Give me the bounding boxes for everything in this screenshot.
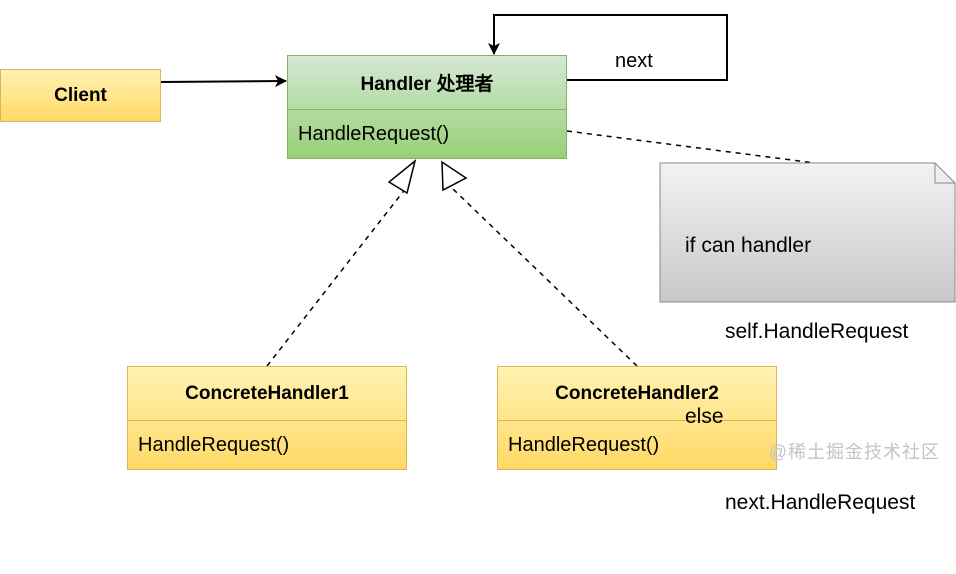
client-label: Client — [54, 84, 107, 106]
concrete-handler-2-divider — [498, 420, 776, 421]
note-line-2: self.HandleRequest — [725, 319, 909, 343]
note-anchor-line — [566, 130, 816, 164]
concrete-handler-1-title: ConcreteHandler1 — [185, 382, 349, 404]
realization-line-1 — [266, 187, 407, 367]
note-line-1: if can handler — [685, 234, 812, 257]
concrete-handler-1-class[interactable]: ConcreteHandler1 HandleRequest() — [127, 366, 407, 470]
realization-triangle-2 — [441, 160, 468, 192]
note-shape — [659, 162, 956, 303]
concrete-handler-1-method: HandleRequest() — [138, 433, 290, 456]
concrete-handler-2-class[interactable]: ConcreteHandler2 HandleRequest() — [497, 366, 777, 470]
handler-divider — [288, 109, 566, 110]
note-line-3: else — [685, 405, 724, 428]
handler-title: Handler 处理者 — [360, 74, 494, 95]
next-self-loop-arrow — [488, 14, 728, 81]
handler-class[interactable]: Handler 处理者 HandleRequest() — [287, 55, 567, 159]
note-text: if can handler self.HandleRequest else n… — [685, 175, 915, 574]
next-edge-label: next — [615, 50, 653, 72]
client-box[interactable]: Client — [0, 69, 161, 122]
note-fold — [934, 163, 955, 184]
handler-method: HandleRequest() — [298, 122, 450, 145]
note-box: if can handler self.HandleRequest else n… — [660, 163, 955, 514]
realization-triangle-1 — [387, 159, 417, 195]
realization-line-2 — [452, 188, 638, 367]
concrete-handler-1-divider — [128, 420, 406, 421]
diagram-canvas — [160, 14, 956, 367]
note-line-4: next.HandleRequest — [725, 490, 916, 514]
client-to-handler-arrow — [160, 75, 287, 88]
concrete-handler-2-title: ConcreteHandler2 — [555, 382, 719, 404]
concrete-handler-2-method: HandleRequest() — [508, 433, 660, 456]
watermark-text: @稀土掘金技术社区 — [768, 442, 940, 462]
